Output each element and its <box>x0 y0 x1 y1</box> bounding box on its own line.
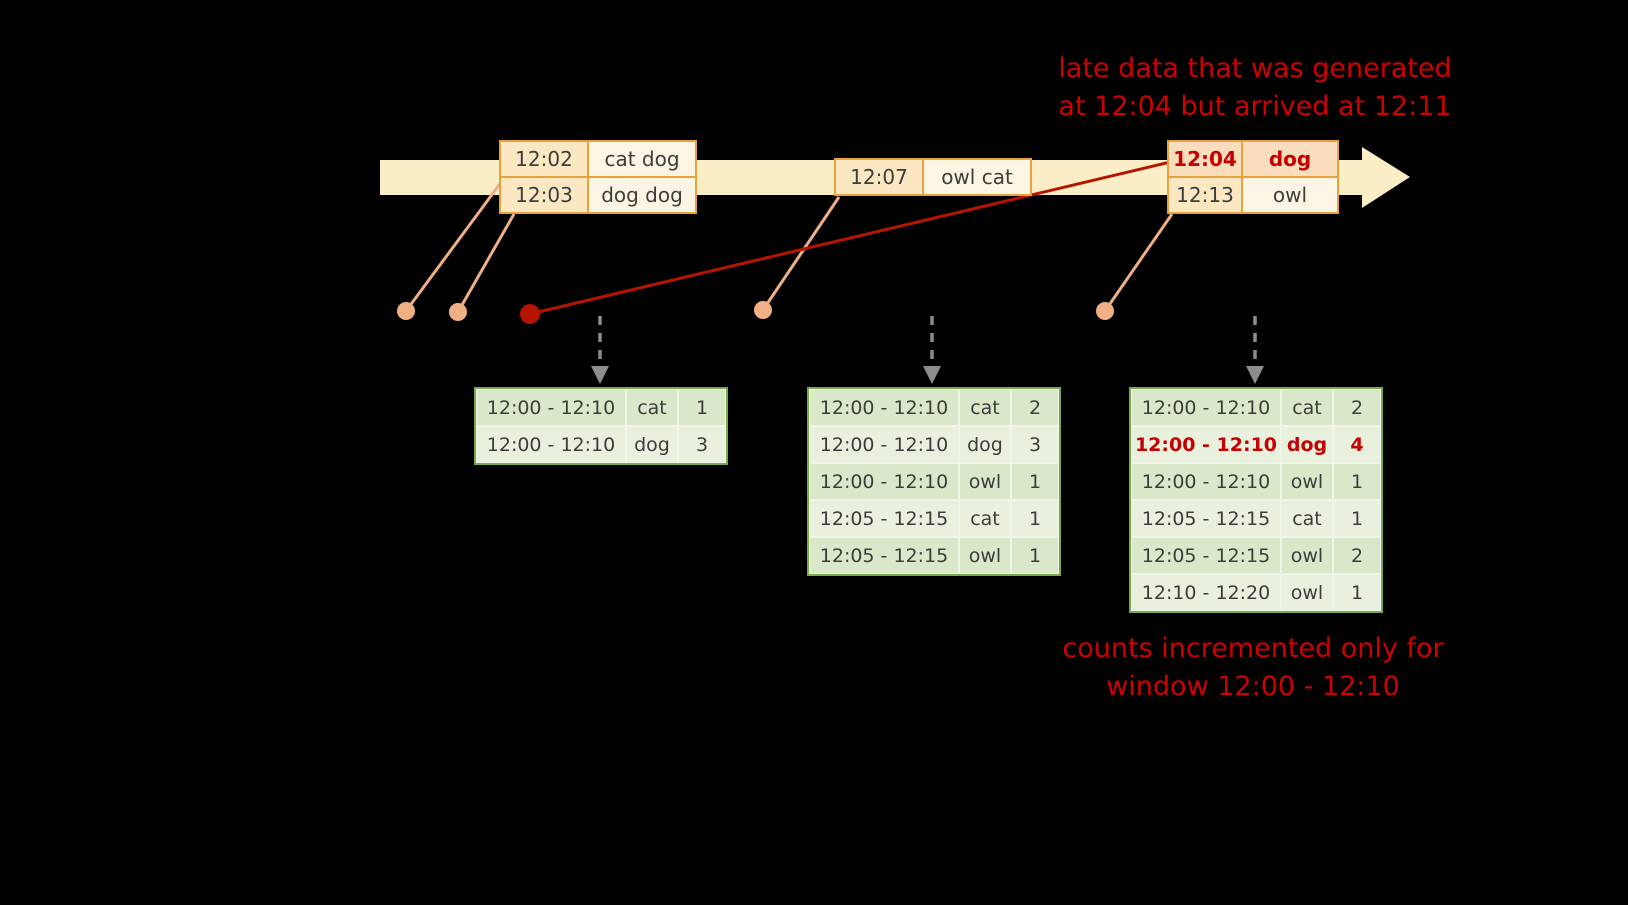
result-row: 12:05 - 12:15 owl 2 <box>1131 537 1381 574</box>
event-words: owl <box>1242 177 1338 213</box>
event-row: 12:03 dog dog <box>500 177 696 213</box>
result-window: 12:00 - 12:10 <box>476 426 626 463</box>
late-data-annotation-line2: at 12:04 but arrived at 12:11 <box>1058 91 1452 122</box>
result-count: 2 <box>1333 389 1381 426</box>
result-table-3: 12:00 - 12:10 cat 2 12:00 - 12:10 dog 4 … <box>1129 387 1383 613</box>
result-count: 1 <box>1011 537 1059 574</box>
result-row: 12:00 - 12:10 dog 3 <box>476 426 726 463</box>
connector-line <box>1103 213 1174 312</box>
event-dot <box>449 303 467 321</box>
result-word: dog <box>959 426 1011 463</box>
result-window: 12:00 - 12:10 <box>1131 426 1281 463</box>
result-window: 12:00 - 12:10 <box>1131 463 1281 500</box>
event-time: 12:03 <box>500 177 588 213</box>
result-count: 2 <box>1011 389 1059 426</box>
result-row: 12:00 - 12:10 owl 1 <box>1131 463 1381 500</box>
event-table-3: 12:04 dog 12:13 owl <box>1167 140 1339 214</box>
result-count: 1 <box>1011 500 1059 537</box>
result-row: 12:00 - 12:10 cat 2 <box>809 389 1059 426</box>
late-data-annotation: late data that was generated at 12:04 bu… <box>1025 50 1485 126</box>
event-row: 12:02 cat dog <box>500 141 696 177</box>
result-row-incremented: 12:00 - 12:10 dog 4 <box>1131 426 1381 463</box>
result-word: dog <box>626 426 678 463</box>
result-row: 12:00 - 12:10 cat 2 <box>1131 389 1381 426</box>
event-words: owl cat <box>923 159 1031 195</box>
result-word: cat <box>1281 500 1333 537</box>
connector-line <box>761 196 841 311</box>
result-word: cat <box>959 389 1011 426</box>
result-row: 12:00 - 12:10 owl 1 <box>809 463 1059 500</box>
late-data-annotation-line1: late data that was generated <box>1058 53 1452 84</box>
event-time: 12:02 <box>500 141 588 177</box>
connector-line <box>456 213 516 313</box>
event-words: dog dog <box>588 177 696 213</box>
counts-annotation-line1: counts incremented only for <box>1062 633 1444 664</box>
result-count: 1 <box>1333 574 1381 611</box>
result-count: 1 <box>678 389 726 426</box>
late-event-dot <box>520 304 540 324</box>
event-dot <box>754 301 772 319</box>
event-words: dog <box>1242 141 1338 177</box>
result-window: 12:00 - 12:10 <box>476 389 626 426</box>
result-word: owl <box>1281 463 1333 500</box>
trigger-arrowhead-icon <box>591 366 609 384</box>
result-row: 12:05 - 12:15 cat 1 <box>1131 500 1381 537</box>
event-time: 12:04 <box>1168 141 1242 177</box>
result-word: cat <box>1281 389 1333 426</box>
counts-incremented-annotation: counts incremented only for window 12:00… <box>1023 630 1483 706</box>
event-table-1: 12:02 cat dog 12:03 dog dog <box>499 140 697 214</box>
result-count: 3 <box>1011 426 1059 463</box>
event-row: 12:07 owl cat <box>835 159 1031 195</box>
result-row: 12:00 - 12:10 cat 1 <box>476 389 726 426</box>
late-data-connector-line <box>529 157 1184 316</box>
result-word: cat <box>626 389 678 426</box>
result-count: 3 <box>678 426 726 463</box>
result-count: 1 <box>1333 500 1381 537</box>
event-table-2: 12:07 owl cat <box>834 158 1032 196</box>
result-window: 12:00 - 12:10 <box>809 463 959 500</box>
result-table-2: 12:00 - 12:10 cat 2 12:00 - 12:10 dog 3 … <box>807 387 1061 576</box>
result-window: 12:00 - 12:10 <box>1131 389 1281 426</box>
result-count: 1 <box>1333 463 1381 500</box>
trigger-arrowhead-icon <box>1246 366 1264 384</box>
result-window: 12:05 - 12:15 <box>1131 500 1281 537</box>
event-dot <box>1096 302 1114 320</box>
result-word: owl <box>959 463 1011 500</box>
result-word: dog <box>1281 426 1333 463</box>
result-window: 12:05 - 12:15 <box>1131 537 1281 574</box>
result-count: 1 <box>1011 463 1059 500</box>
result-row: 12:10 - 12:20 owl 1 <box>1131 574 1381 611</box>
result-row: 12:05 - 12:15 owl 1 <box>809 537 1059 574</box>
event-time: 12:07 <box>835 159 923 195</box>
timeline-arrowhead-icon <box>1362 147 1410 208</box>
result-window: 12:05 - 12:15 <box>809 500 959 537</box>
counts-annotation-line2: window 12:00 - 12:10 <box>1106 671 1400 702</box>
result-window: 12:05 - 12:15 <box>809 537 959 574</box>
event-dot <box>397 302 415 320</box>
event-row: 12:13 owl <box>1168 177 1338 213</box>
result-word: owl <box>1281 574 1333 611</box>
connector-line <box>404 180 504 312</box>
event-time: 12:13 <box>1168 177 1242 213</box>
trigger-arrowhead-icon <box>923 366 941 384</box>
result-row: 12:05 - 12:15 cat 1 <box>809 500 1059 537</box>
result-window: 12:10 - 12:20 <box>1131 574 1281 611</box>
result-word: owl <box>1281 537 1333 574</box>
result-window: 12:00 - 12:10 <box>809 426 959 463</box>
late-event-row: 12:04 dog <box>1168 141 1338 177</box>
result-row: 12:00 - 12:10 dog 3 <box>809 426 1059 463</box>
result-word: cat <box>959 500 1011 537</box>
event-words: cat dog <box>588 141 696 177</box>
result-table-1: 12:00 - 12:10 cat 1 12:00 - 12:10 dog 3 <box>474 387 728 465</box>
result-window: 12:00 - 12:10 <box>809 389 959 426</box>
result-count: 2 <box>1333 537 1381 574</box>
result-count: 4 <box>1333 426 1381 463</box>
result-word: owl <box>959 537 1011 574</box>
